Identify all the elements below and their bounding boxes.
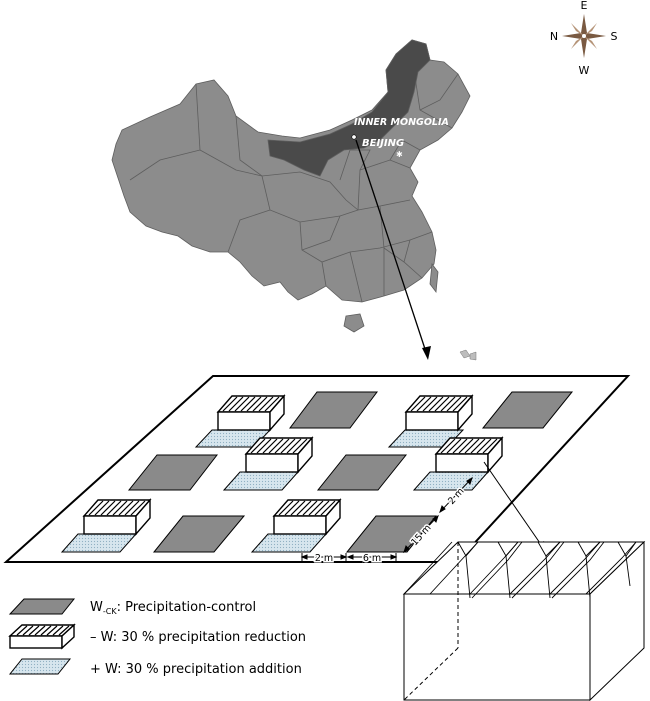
reduction-shelter	[272, 498, 342, 536]
site-marker	[351, 134, 357, 140]
compass-east-label: E	[581, 0, 588, 12]
legend-addition-text: + W: 30 % precipitation addition	[90, 662, 302, 677]
legend-reduction-text: – W: 30 % precipitation reduction	[90, 630, 306, 645]
islands	[459, 349, 477, 361]
legend-control-text: : Precipitation-control	[117, 600, 257, 615]
dimension-markers	[300, 476, 473, 561]
region-label: INNER MONGOLIA	[354, 117, 449, 128]
inner-mongolia-region	[267, 39, 431, 177]
control-plot	[345, 515, 438, 553]
hainan-island	[343, 313, 365, 333]
control-plot	[152, 515, 246, 553]
compass-rose: E N S W	[550, 0, 618, 77]
capital-star-icon: ✱	[396, 150, 403, 159]
legend-addition-swatch	[8, 658, 72, 675]
reduction-shelter	[82, 498, 152, 536]
control-plot	[481, 391, 574, 429]
legend: W-CK: Precipitation-control – W: 30 % pr…	[8, 598, 306, 677]
control-plot	[127, 454, 219, 491]
taiwan-island	[429, 262, 439, 294]
province-borders	[129, 53, 459, 303]
reduction-shelter	[434, 436, 504, 474]
legend-control: W-CK: Precipitation-control	[8, 598, 256, 616]
gap-dimension-label: 2 m	[315, 553, 333, 564]
width-dimension-label: 6 m	[363, 553, 381, 564]
reduction-shelter	[244, 436, 314, 474]
legend-reduction	[8, 623, 76, 650]
city-label: BEIJING	[362, 138, 404, 149]
location-arrow	[355, 139, 431, 360]
addition-plots	[60, 429, 490, 553]
china-map	[111, 39, 471, 333]
reduction-shelter	[404, 394, 474, 432]
reduction-shelter	[216, 394, 286, 432]
control-plots	[127, 391, 574, 553]
compass-west-label: W	[579, 64, 590, 77]
legend-control-swatch	[8, 598, 76, 615]
control-plot	[289, 391, 378, 429]
shelter-detail-box	[402, 540, 646, 701]
reduction-shelters	[82, 394, 504, 536]
control-plot	[316, 454, 408, 491]
svg-text:W-CK: Precipitation-control: W-CK: Precipitation-control	[90, 600, 256, 616]
legend-control-prefix: W	[90, 600, 103, 615]
compass-south-label: S	[611, 30, 618, 43]
compass-north-label: N	[550, 30, 558, 43]
legend-control-subscript: -CK	[103, 607, 117, 616]
